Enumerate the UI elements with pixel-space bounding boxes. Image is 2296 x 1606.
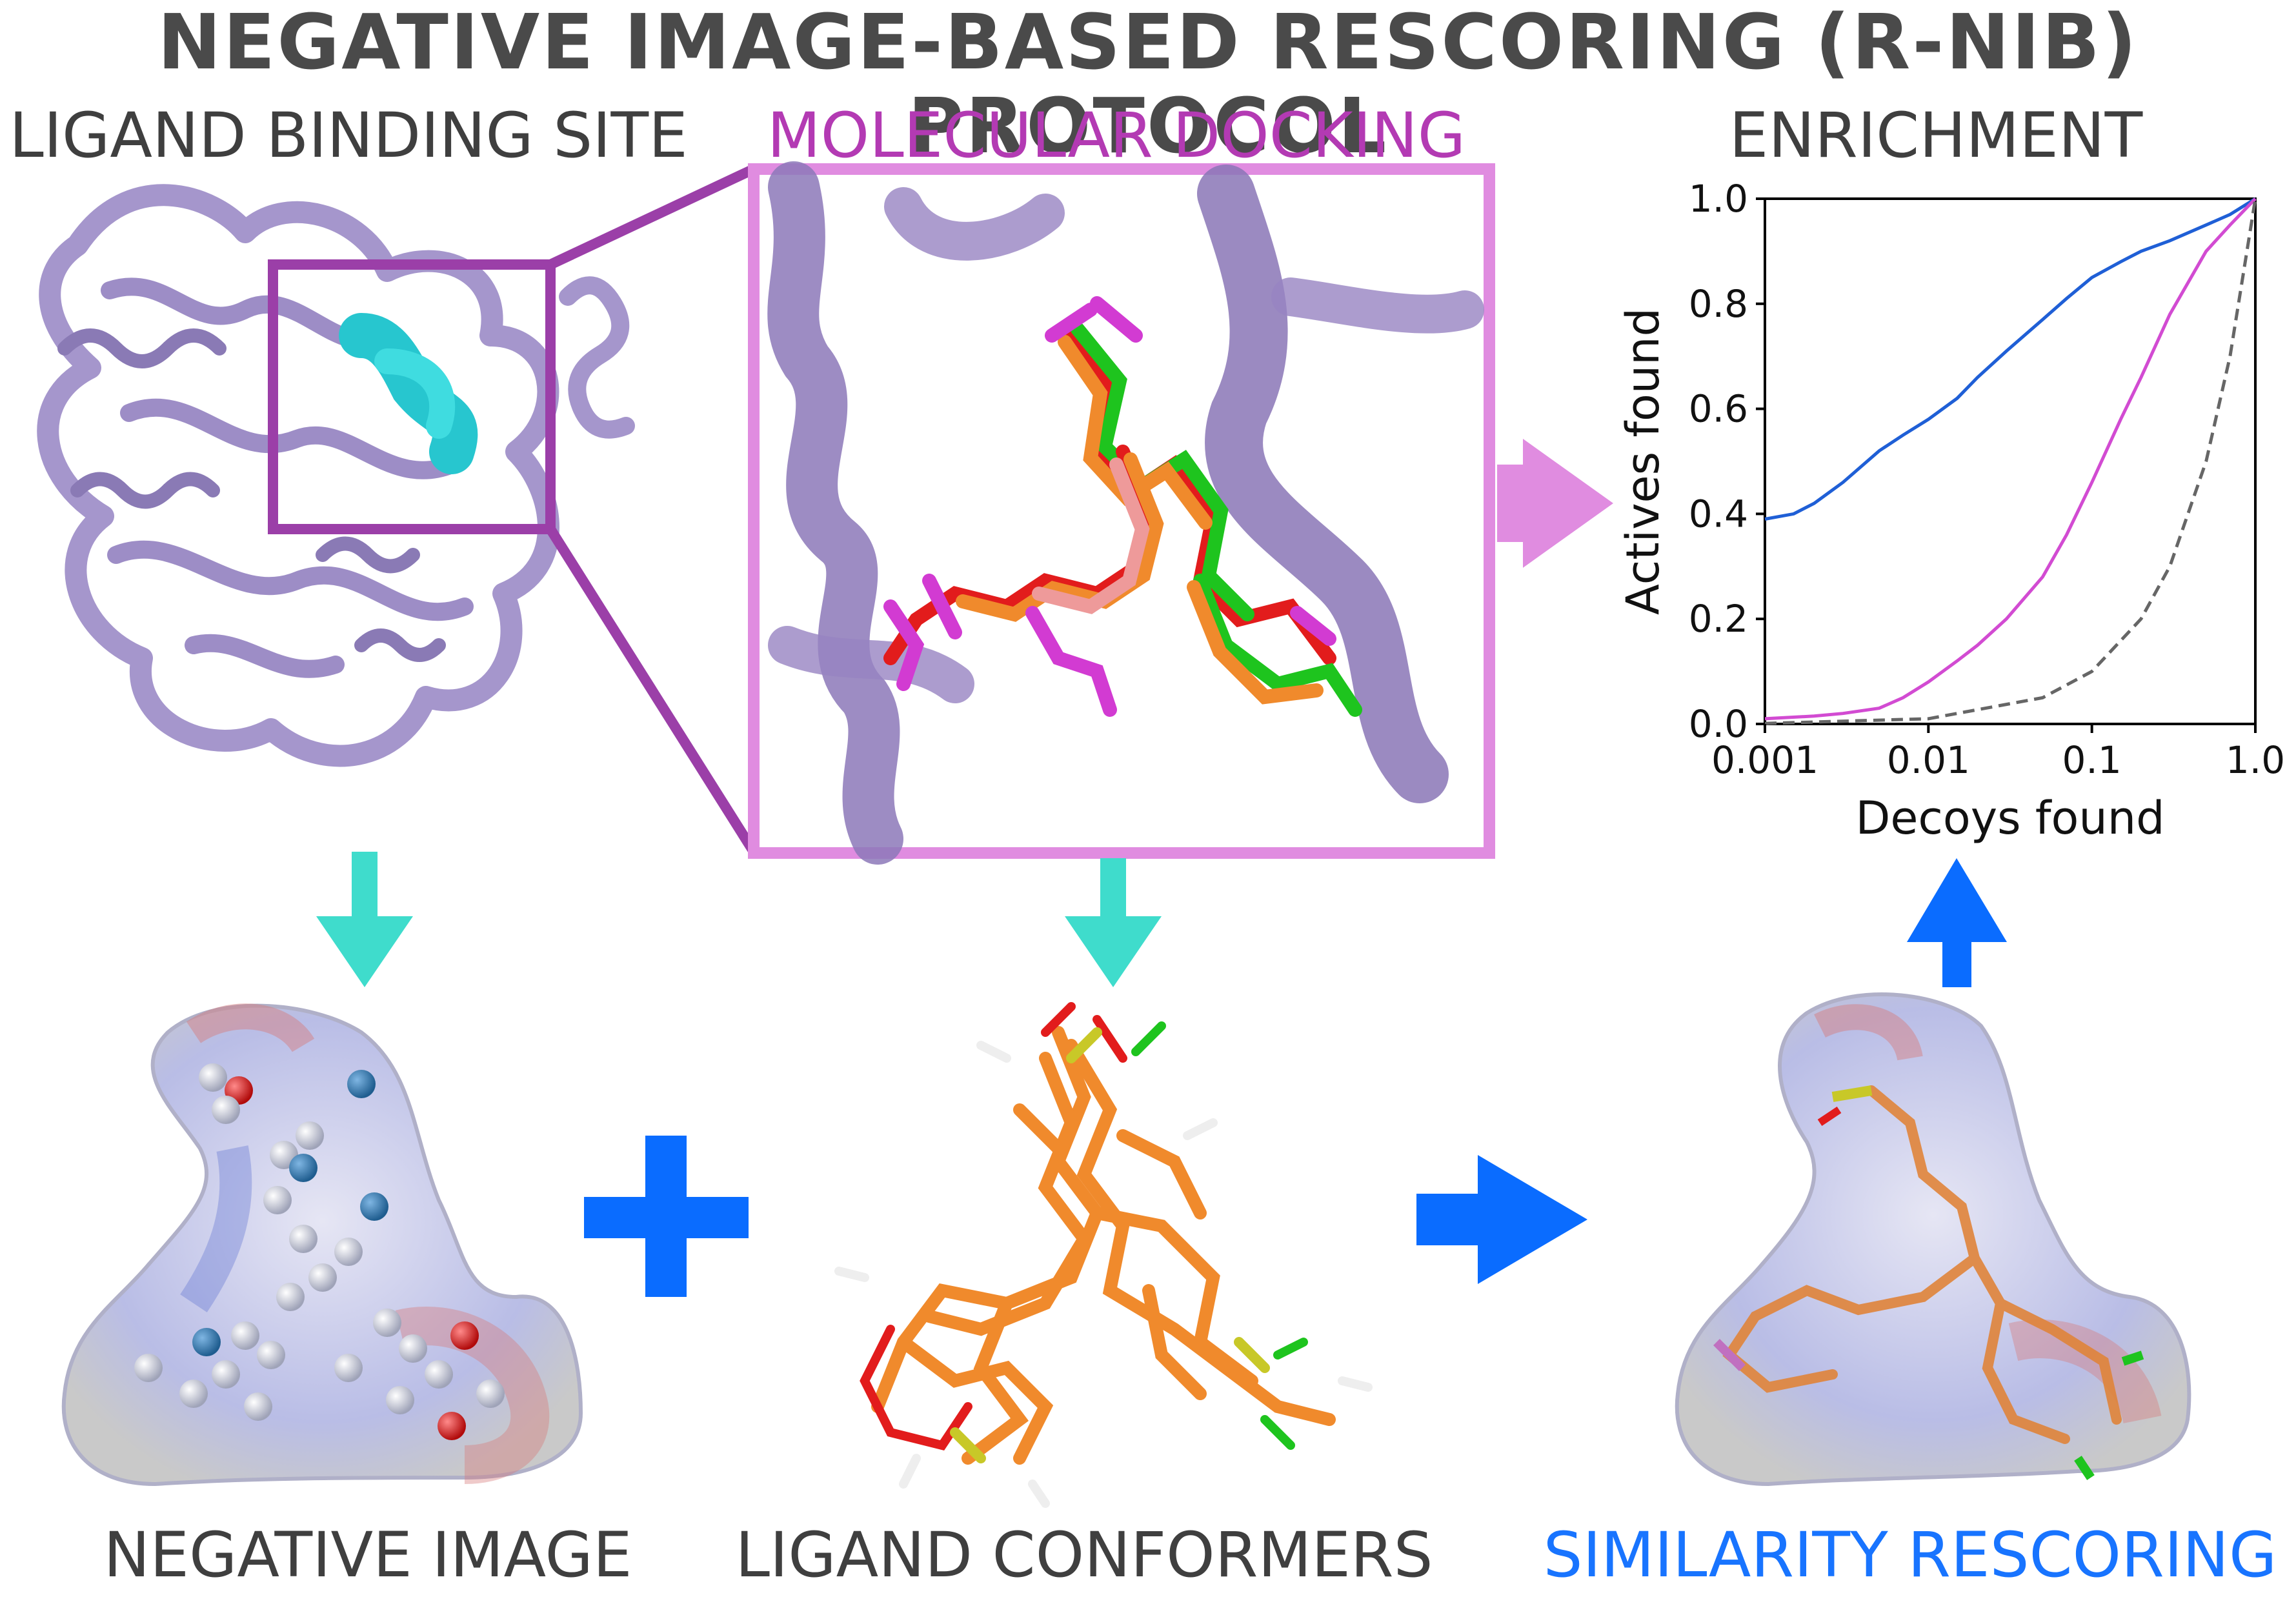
y-tick-label: 0.4 — [1689, 492, 1748, 536]
zoom-line-bottom — [546, 526, 758, 855]
chart-series-line-2 — [1764, 197, 2257, 721]
protein-structure — [37, 184, 635, 767]
plus-sign — [584, 1136, 749, 1297]
chart-plot-area — [1764, 197, 2257, 725]
zoom-line-top — [548, 164, 756, 270]
x-tick-label: 0.01 — [1887, 738, 1970, 782]
y-tick-label: 1.0 — [1689, 177, 1748, 221]
y-tick-label: 0.8 — [1689, 282, 1748, 326]
y-tick-label: 0.6 — [1689, 387, 1748, 431]
arrow-up-right — [1907, 858, 2007, 987]
y-tick-label: 0.2 — [1689, 597, 1748, 641]
ligand-conformers — [834, 1002, 1373, 1508]
arrow-down-middle — [1065, 858, 1162, 987]
docking-panel — [748, 161, 1495, 865]
x-tick-label: 0.001 — [1711, 738, 1818, 782]
binding-site-label: LIGAND BINDING SITE — [9, 99, 688, 172]
negative-image-label: NEGATIVE IMAGE — [103, 1519, 632, 1591]
binding-pocket — [339, 313, 478, 474]
arrow-to-enrichment — [1497, 439, 1613, 568]
conformers-label: LIGAND CONFORMERS — [735, 1519, 1433, 1591]
enrichment-chart: 0.0 0.2 0.4 0.6 0.8 1.0 0.001 0.01 0.1 1.0Decoys … — [1616, 177, 2285, 845]
y-axis-label: Actives found — [1616, 308, 1669, 615]
zoom-box — [268, 259, 556, 534]
rescoring-surface — [1675, 992, 2191, 1487]
arrow-down-left — [316, 852, 413, 987]
y-tick-label: 0.0 — [1689, 702, 1748, 746]
rescoring-label: SIMILARITY RESCORING — [1543, 1519, 2277, 1591]
page-title: NEGATIVE IMAGE-BASED RESCORING (R-NIB) P… — [157, 0, 2139, 170]
negative-image-surface — [61, 1003, 583, 1487]
x-axis-label: Decoys found — [1855, 792, 2164, 845]
x-tick-label: 1.0 — [2226, 738, 2285, 782]
chart-series-line-1 — [1764, 197, 2257, 521]
docking-label: MOLECULAR DOCKING — [767, 99, 1466, 172]
x-tick-label: 0.1 — [2062, 738, 2122, 782]
chart-series-line-3 — [1764, 198, 2257, 725]
enrichment-label: ENRICHMENT — [1729, 99, 2143, 172]
arrow-to-rescoring — [1416, 1155, 1587, 1284]
